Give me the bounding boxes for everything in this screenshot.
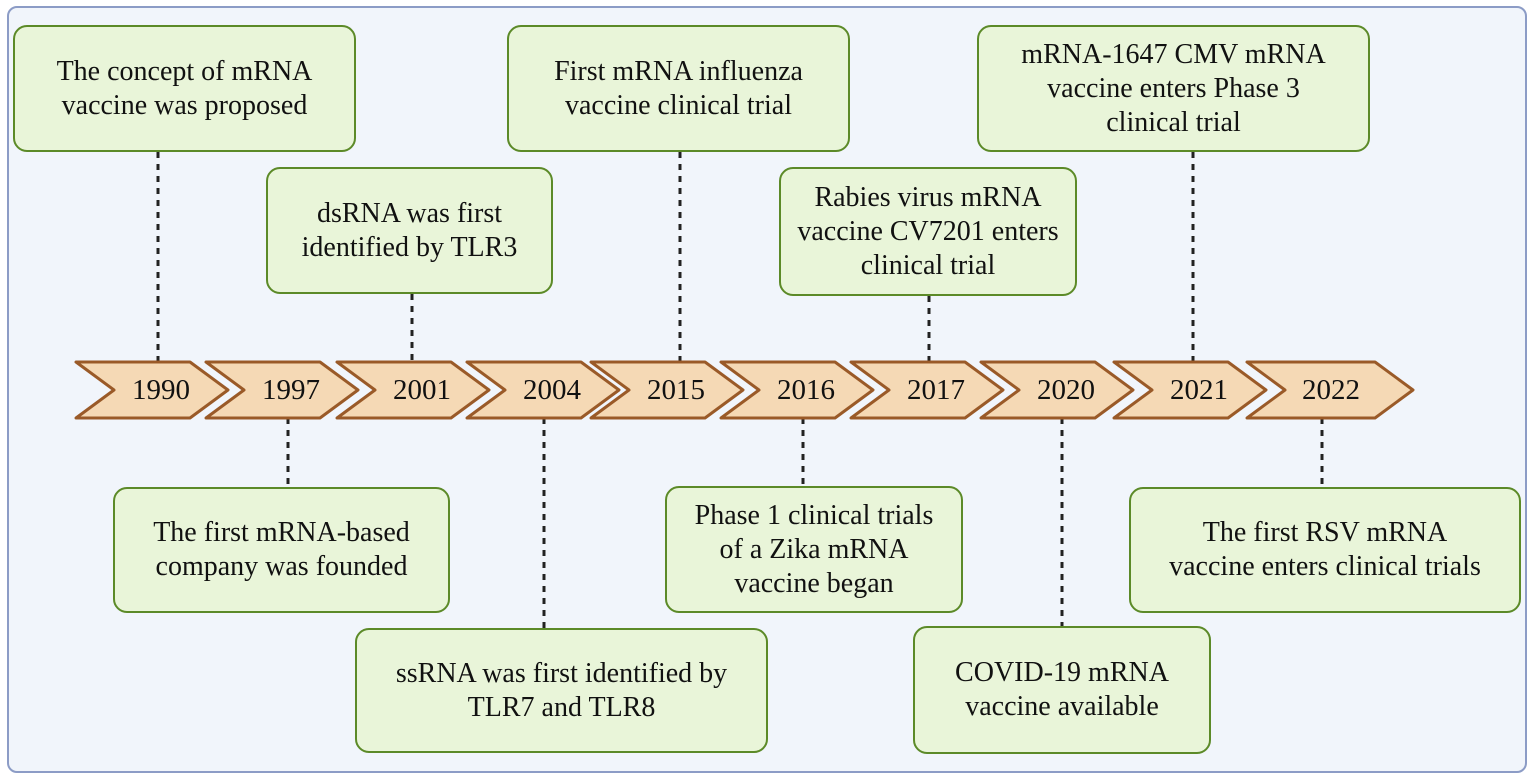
year-label: 2021 bbox=[1170, 373, 1228, 406]
event-text: Rabies virus mRNA vaccine CV7201 enters … bbox=[797, 181, 1059, 281]
year-marker-1997: 1997 bbox=[204, 360, 360, 420]
year-marker-2022: 2022 bbox=[1245, 360, 1417, 420]
event-text: The first RSV mRNA vaccine enters clinic… bbox=[1169, 517, 1481, 582]
year-marker-2020: 2020 bbox=[979, 360, 1135, 420]
year-label: 2004 bbox=[523, 373, 581, 406]
event-box-2022: The first RSV mRNA vaccine enters clinic… bbox=[1129, 487, 1521, 613]
event-text: Phase 1 clinical trials of a Zika mRNA v… bbox=[694, 499, 934, 599]
event-box-2020: COVID-19 mRNA vaccine available bbox=[913, 626, 1211, 754]
event-text: ssRNA was first identified by TLR7 and T… bbox=[395, 657, 728, 723]
year-label: 2015 bbox=[647, 373, 705, 406]
year-label: 2022 bbox=[1302, 373, 1360, 406]
year-marker-2017: 2017 bbox=[849, 360, 1005, 420]
event-box-2004: ssRNA was first identified by TLR7 and T… bbox=[355, 628, 768, 753]
year-label: 2001 bbox=[393, 373, 451, 406]
event-box-2001: dsRNA was first identified by TLR3 bbox=[266, 167, 553, 294]
year-marker-2015: 2015 bbox=[589, 360, 745, 420]
year-marker-2004: 2004 bbox=[465, 360, 621, 420]
year-marker-2016: 2016 bbox=[719, 360, 875, 420]
event-box-1990: The concept of mRNA vaccine was proposed bbox=[13, 25, 356, 152]
event-text: The concept of mRNA vaccine was proposed bbox=[56, 55, 313, 121]
year-label: 1990 bbox=[132, 373, 190, 406]
event-text: mRNA-1647 CMV mRNA vaccine enters Phase … bbox=[1021, 38, 1326, 138]
year-label: 2016 bbox=[777, 373, 835, 406]
year-label: 1997 bbox=[262, 373, 320, 406]
event-box-1997: The first mRNA-based company was founded bbox=[113, 487, 450, 613]
year-marker-2021: 2021 bbox=[1112, 360, 1268, 420]
event-box-2021: mRNA-1647 CMV mRNA vaccine enters Phase … bbox=[977, 25, 1370, 152]
event-box-2017: Rabies virus mRNA vaccine CV7201 enters … bbox=[779, 167, 1077, 296]
year-label: 2017 bbox=[907, 373, 965, 406]
year-marker-2001: 2001 bbox=[335, 360, 491, 420]
year-marker-1990: 1990 bbox=[74, 360, 230, 420]
event-text: First mRNA influenza vaccine clinical tr… bbox=[554, 55, 803, 121]
event-box-2015: First mRNA influenza vaccine clinical tr… bbox=[507, 25, 850, 152]
event-text: The first mRNA-based company was founded bbox=[153, 517, 410, 582]
event-text: COVID-19 mRNA vaccine available bbox=[955, 657, 1169, 722]
event-text: dsRNA was first identified by TLR3 bbox=[301, 197, 518, 263]
event-box-2016: Phase 1 clinical trials of a Zika mRNA v… bbox=[665, 486, 963, 613]
year-label: 2020 bbox=[1037, 373, 1095, 406]
